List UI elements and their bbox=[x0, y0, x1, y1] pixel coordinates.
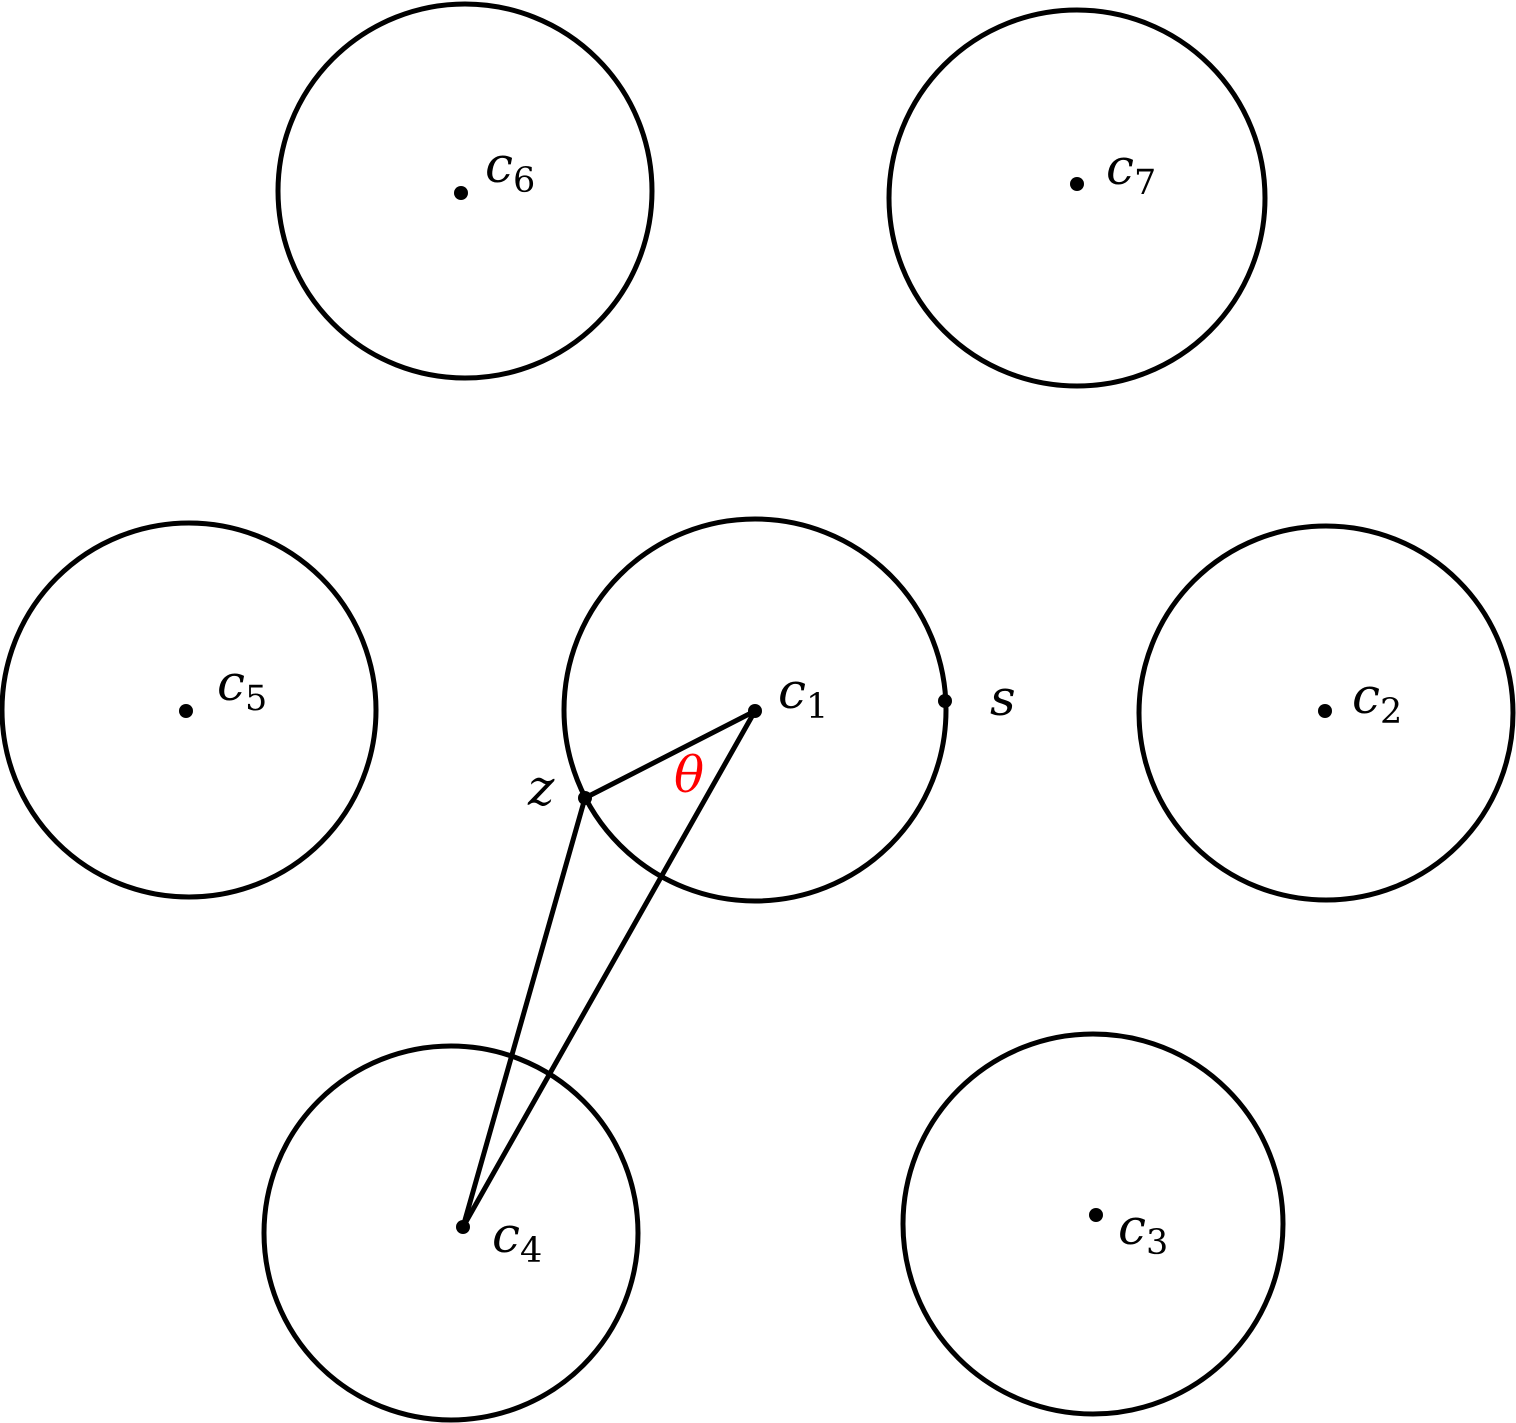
segment-z-c4 bbox=[460, 795, 588, 1230]
label-c4-letter: c bbox=[492, 1206, 520, 1264]
point-c4 bbox=[456, 1220, 470, 1234]
label-c6: c6 bbox=[485, 136, 535, 201]
label-c4-subscript: 4 bbox=[520, 1231, 542, 1271]
circle-c3 bbox=[900, 1031, 1286, 1417]
label-c1-letter: c bbox=[778, 662, 806, 720]
point-c1 bbox=[748, 704, 762, 718]
label-c3: c3 bbox=[1118, 1198, 1168, 1263]
center-labels: c1 c2 c3 c4 c5 c6 c7 bbox=[217, 136, 1402, 1271]
circle-c7 bbox=[886, 7, 1268, 389]
circle-c5 bbox=[0, 520, 379, 900]
point-c3 bbox=[1089, 1208, 1103, 1222]
angle-theta-label: θ bbox=[674, 746, 704, 804]
points bbox=[179, 177, 1332, 1234]
label-c7-letter: c bbox=[1106, 138, 1134, 196]
label-c2: c2 bbox=[1352, 667, 1402, 732]
circle-c6 bbox=[275, 1, 655, 381]
label-z: z bbox=[527, 759, 555, 817]
label-c1-subscript: 1 bbox=[806, 687, 828, 727]
segment-c1-z bbox=[582, 708, 758, 801]
label-c3-subscript: 3 bbox=[1146, 1223, 1168, 1263]
label-c1: c1 bbox=[778, 662, 828, 727]
point-c5 bbox=[179, 704, 193, 718]
label-c7-subscript: 7 bbox=[1134, 163, 1156, 203]
label-c4: c4 bbox=[492, 1206, 542, 1271]
point-c6 bbox=[454, 186, 468, 200]
circle-c2 bbox=[1136, 523, 1516, 903]
label-s: s bbox=[990, 669, 1016, 727]
circle-c1 bbox=[561, 516, 949, 904]
point-z bbox=[578, 791, 592, 805]
point-labels: s z bbox=[527, 669, 1016, 817]
label-c5: c5 bbox=[217, 654, 267, 719]
circle-c4 bbox=[261, 1043, 641, 1423]
label-c3-letter: c bbox=[1118, 1198, 1146, 1256]
label-c2-subscript: 2 bbox=[1380, 692, 1402, 732]
label-c6-letter: c bbox=[485, 136, 513, 194]
point-c2 bbox=[1318, 704, 1332, 718]
segment-c1-c4 bbox=[460, 708, 758, 1230]
label-c7: c7 bbox=[1106, 138, 1156, 203]
label-c5-letter: c bbox=[217, 654, 245, 712]
label-c5-subscript: 5 bbox=[245, 679, 267, 719]
segments bbox=[460, 708, 758, 1230]
label-c2-letter: c bbox=[1352, 667, 1380, 725]
point-s bbox=[938, 694, 952, 708]
point-c7 bbox=[1070, 177, 1084, 191]
label-c6-subscript: 6 bbox=[513, 161, 535, 201]
